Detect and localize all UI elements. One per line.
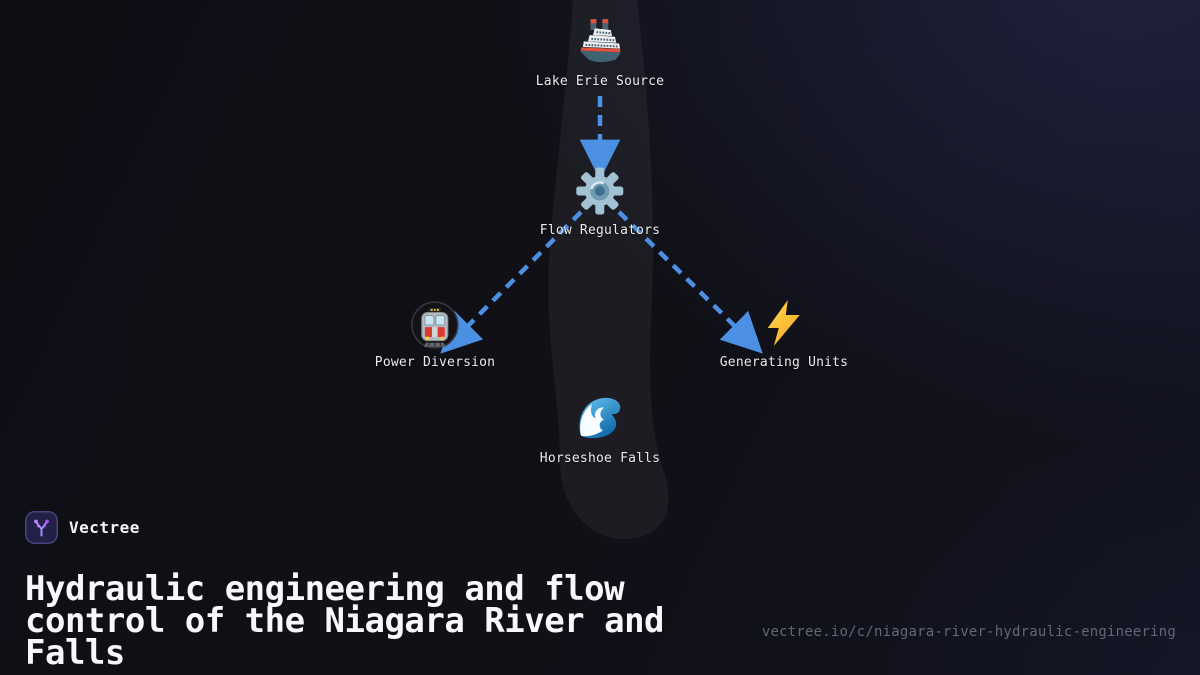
node-label-horseshoe-falls: Horseshoe Falls <box>539 451 661 466</box>
brand-wordmark: Vectree <box>69 518 140 537</box>
node-label-lake-erie-source: Lake Erie Source <box>535 74 665 89</box>
edge-flow-regulators-to-generating-units <box>617 210 763 354</box>
node-label-generating-units: Generating Units <box>719 355 849 370</box>
node-horseshoe-falls: Horseshoe Falls <box>540 393 660 467</box>
node-lake-erie-source: Lake Erie Source <box>536 14 664 90</box>
water-wave-emoji <box>579 397 621 439</box>
node-label-power-diversion: Power Diversion <box>374 355 496 370</box>
page-title: Hydraulic engineering and flow control o… <box>25 568 665 674</box>
node-label-flow-regulators: Flow Regulators <box>539 223 661 238</box>
edge-flow-regulators-to-power-diversion <box>440 210 583 354</box>
node-generating-units: Generating Units <box>720 299 848 371</box>
brand-row: Vectree <box>25 511 140 544</box>
metro-train-emoji <box>411 301 459 349</box>
high-voltage-emoji <box>768 300 800 346</box>
gear-emoji <box>576 167 624 215</box>
ship-emoji <box>579 19 622 63</box>
node-power-diversion: Power Diversion <box>375 300 495 371</box>
vectree-logo-icon <box>25 511 58 544</box>
node-flow-regulators: Flow Regulators <box>540 167 660 239</box>
card-url: vectree.io/c/niagara-river-hydraulic-eng… <box>761 624 1176 640</box>
